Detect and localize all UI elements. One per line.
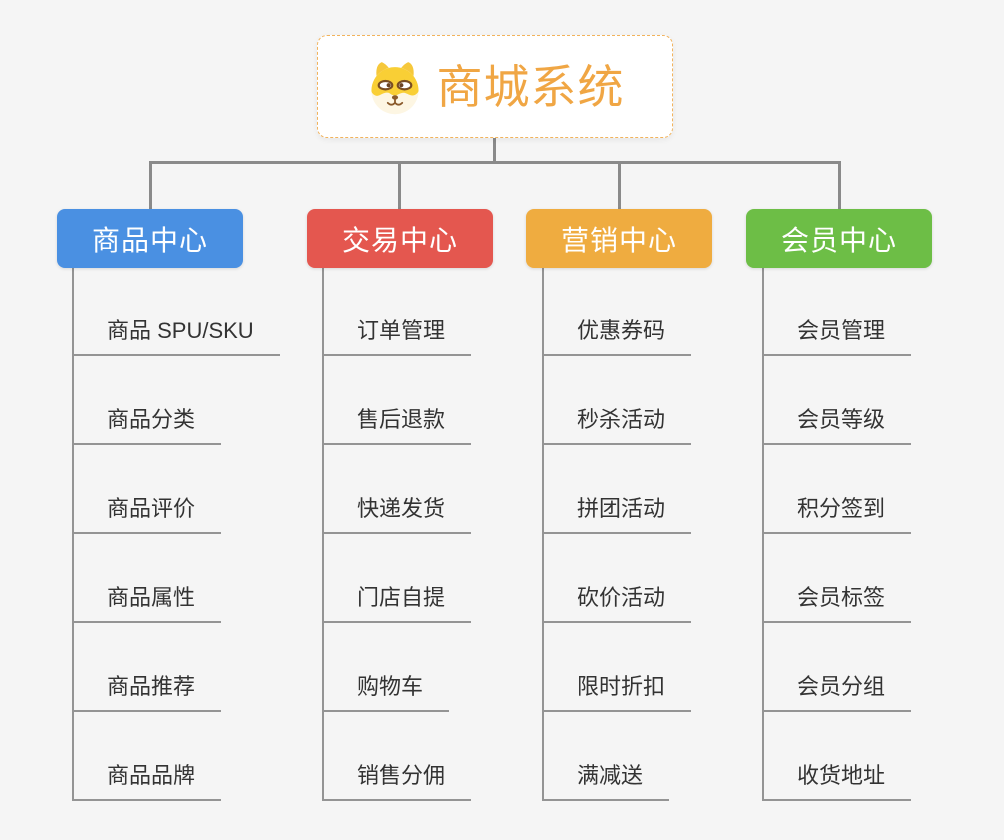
topic-item[interactable]: 收货地址 xyxy=(762,761,912,801)
topic-item[interactable]: 订单管理 xyxy=(322,316,472,356)
topic-item[interactable]: 商品推荐 xyxy=(72,672,222,712)
connector-drop-product xyxy=(149,161,152,210)
topic-item[interactable]: 销售分佣 xyxy=(322,761,472,801)
topic-item[interactable]: 商品分类 xyxy=(72,405,222,445)
trunk-line-product xyxy=(72,268,74,801)
topic-item[interactable]: 限时折扣 xyxy=(542,672,692,712)
topic-item[interactable]: 商品品牌 xyxy=(72,761,222,801)
topic-item[interactable]: 拼团活动 xyxy=(542,494,692,534)
topic-item[interactable]: 会员管理 xyxy=(762,316,912,356)
topic-item[interactable]: 门店自提 xyxy=(322,583,472,623)
branch-node-member-center[interactable]: 会员中心 xyxy=(746,209,932,268)
topic-item[interactable]: 积分签到 xyxy=(762,494,912,534)
trunk-line-marketing xyxy=(542,268,544,801)
topic-item[interactable]: 会员等级 xyxy=(762,405,912,445)
branch-node-product-center[interactable]: 商品中心 xyxy=(57,209,243,268)
connector-root-drop xyxy=(493,137,496,162)
connector-drop-trade xyxy=(398,161,401,210)
topic-item[interactable]: 商品评价 xyxy=(72,494,222,534)
connector-drop-member xyxy=(838,161,841,210)
topic-item[interactable]: 秒杀活动 xyxy=(542,405,692,445)
doge-icon xyxy=(370,61,419,114)
branch-node-trade-center[interactable]: 交易中心 xyxy=(307,209,493,268)
trunk-line-trade xyxy=(322,268,324,801)
topic-item[interactable]: 砍价活动 xyxy=(542,583,692,623)
branch-node-marketing-center[interactable]: 营销中心 xyxy=(526,209,712,268)
topic-item[interactable]: 购物车 xyxy=(322,672,450,712)
connector-bus xyxy=(149,161,841,164)
topic-item[interactable]: 快递发货 xyxy=(322,494,472,534)
topic-item[interactable]: 商品 SPU/SKU xyxy=(72,316,280,356)
connector-drop-marketing xyxy=(618,161,621,210)
root-node[interactable]: 商城系统 xyxy=(317,35,673,138)
topic-item[interactable]: 优惠券码 xyxy=(542,316,692,356)
topic-item[interactable]: 商品属性 xyxy=(72,583,222,623)
root-label: 商城系统 xyxy=(436,60,625,113)
trunk-line-member xyxy=(762,268,764,801)
topic-item[interactable]: 满减送 xyxy=(542,761,670,801)
topic-item[interactable]: 售后退款 xyxy=(322,405,472,445)
topic-item[interactable]: 会员分组 xyxy=(762,672,912,712)
topic-item[interactable]: 会员标签 xyxy=(762,583,912,623)
